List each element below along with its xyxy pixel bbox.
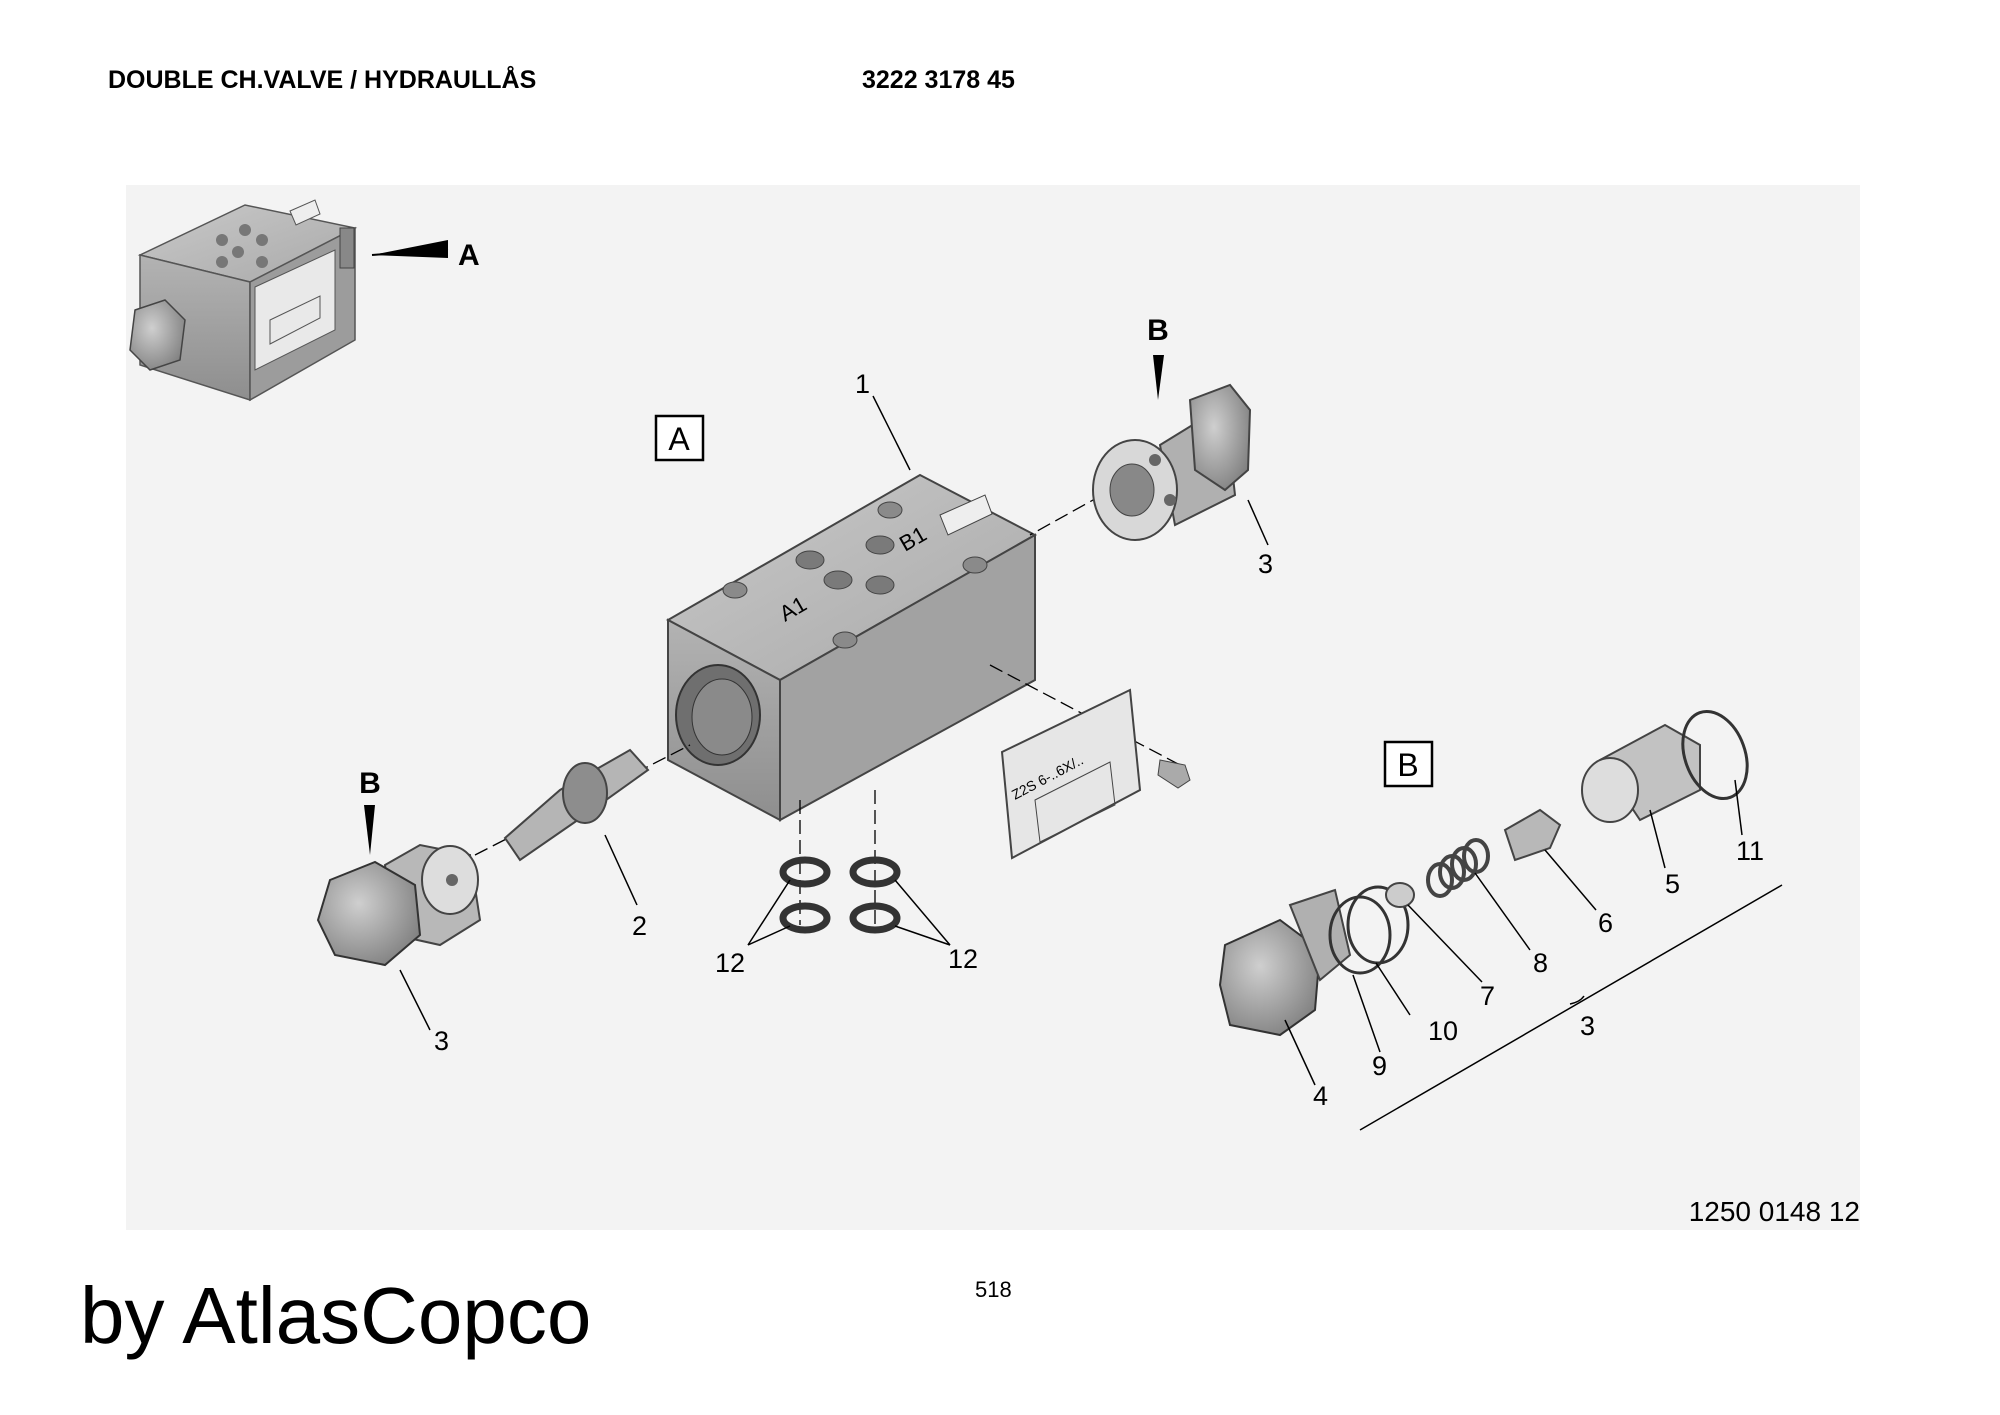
o-rings-12 [779,856,901,934]
callout-4: 4 [1313,1081,1328,1111]
callout-numbers: 1 3 2 3 12 12 4 9 10 7 8 6 5 11 3 [434,369,1764,1111]
detail-b-parts [1218,709,1749,1037]
exploded-view-drawing: A A B A1 B1 B [129,199,1783,1131]
callout-9: 9 [1372,1051,1387,1081]
callout-5: 5 [1665,869,1680,899]
callout-6: 6 [1598,908,1613,938]
view-a-box [654,414,705,462]
doc-title: DOUBLE CH.VALVE / HYDRAULLÅS [108,66,537,94]
callout-2: 2 [632,911,647,941]
view-a-arrow-label: A [458,239,480,272]
callout-3-left: 3 [434,1026,449,1056]
check-valve-cartridge-left: B [316,767,482,967]
overview-thumbnail: A [129,199,480,402]
valve-body: A1 B1 [665,473,1038,822]
leader-lines [399,395,1783,1131]
view-a-box-label: A [668,421,690,457]
callout-1: 1 [855,369,870,399]
callout-10: 10 [1428,1016,1458,1046]
view-b-arrow-label-1: B [1147,314,1169,347]
check-valve-cartridge-top: B [1092,314,1252,541]
callout-7: 7 [1480,981,1495,1011]
brand-footer: by AtlasCopco [80,1271,592,1360]
view-b-box-label: B [1397,747,1418,783]
callout-12-left: 12 [715,948,745,978]
view-b-arrow-label-2: B [359,767,381,800]
doc-part-number: 3222 3178 45 [862,66,1015,94]
poppet-needle [503,748,650,862]
callout-3-top: 3 [1258,549,1273,579]
drawing-number: 1250 0148 12 [1688,1196,1860,1227]
page-number: 518 [975,1277,1012,1302]
callout-3-group: 3 [1580,1011,1595,1041]
view-b-box [1383,740,1434,788]
callout-8: 8 [1533,948,1548,978]
callout-11: 11 [1736,836,1764,866]
exploded-diagram: A A B A1 B1 B [126,185,1860,1230]
nameplate: Z2S 6-..6X/.. [1000,688,1191,860]
callout-12-right: 12 [948,944,978,974]
